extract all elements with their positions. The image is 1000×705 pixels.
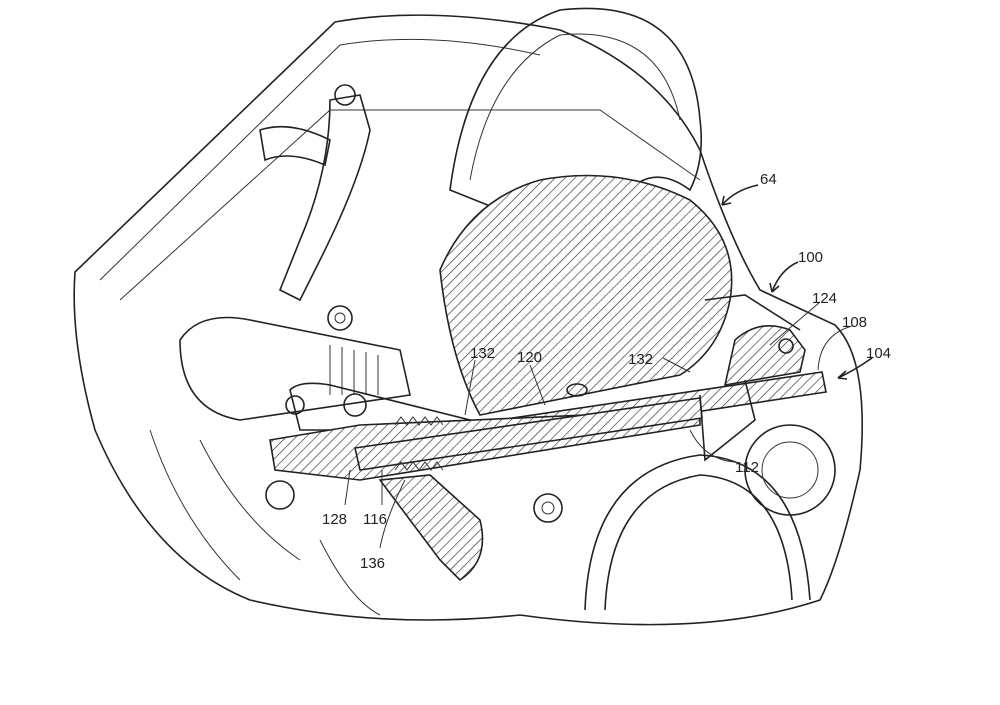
leader-120 [529, 364, 546, 406]
ref-100: 100 [798, 249, 823, 266]
ref-116: 116 [363, 511, 387, 528]
ref-104: 104 [866, 345, 891, 362]
ref-108: 108 [842, 314, 867, 331]
spring-housing [179, 316, 411, 421]
bracket-pin [778, 338, 794, 354]
arrow-100 [769, 261, 799, 293]
lower-housing [149, 429, 381, 616]
arrow-64 [721, 184, 759, 206]
lower-pin-center [541, 501, 555, 515]
right-block [699, 379, 756, 462]
ref-120: 120 [517, 349, 542, 366]
leader-128 [344, 469, 351, 506]
pivot-pin-center [334, 312, 346, 324]
bracket-support [704, 294, 801, 331]
leader-132b [662, 357, 691, 373]
wheel-hub [761, 441, 819, 499]
leader-132a [464, 359, 476, 416]
bracket [723, 324, 806, 386]
rod-spring [394, 416, 444, 471]
lever-pin [343, 393, 367, 417]
ref-124: 124 [812, 290, 837, 307]
ref-132-left: 132 [470, 345, 495, 362]
ref-112: 112 [735, 459, 759, 476]
fastener [566, 383, 588, 397]
housing-panel [119, 109, 701, 301]
housing-inner-edge [99, 38, 541, 281]
ref-64: 64 [760, 171, 777, 188]
ring [584, 454, 811, 611]
ref-136: 136 [360, 555, 385, 572]
wheel [744, 424, 836, 516]
pivot-pin [334, 84, 356, 106]
leader-136 [379, 479, 406, 549]
spring-coils [329, 345, 379, 395]
lever-pin [285, 395, 305, 415]
ref-128: 128 [322, 511, 347, 528]
lower-arm [378, 474, 484, 582]
sectioned-body [439, 174, 733, 416]
cover-inner [469, 33, 681, 181]
ring-inner [604, 474, 793, 611]
linkage-arm [278, 94, 371, 302]
housing-outline [73, 14, 864, 626]
ref-132-right: 132 [628, 351, 653, 368]
pivot-pin [327, 305, 353, 331]
leader-108 [817, 325, 853, 371]
arrow-104 [837, 357, 873, 380]
lower-pin [533, 493, 563, 523]
arm-segment [259, 125, 331, 167]
boss [265, 480, 295, 510]
leader-124 [769, 301, 821, 346]
leader-112 [689, 429, 736, 463]
